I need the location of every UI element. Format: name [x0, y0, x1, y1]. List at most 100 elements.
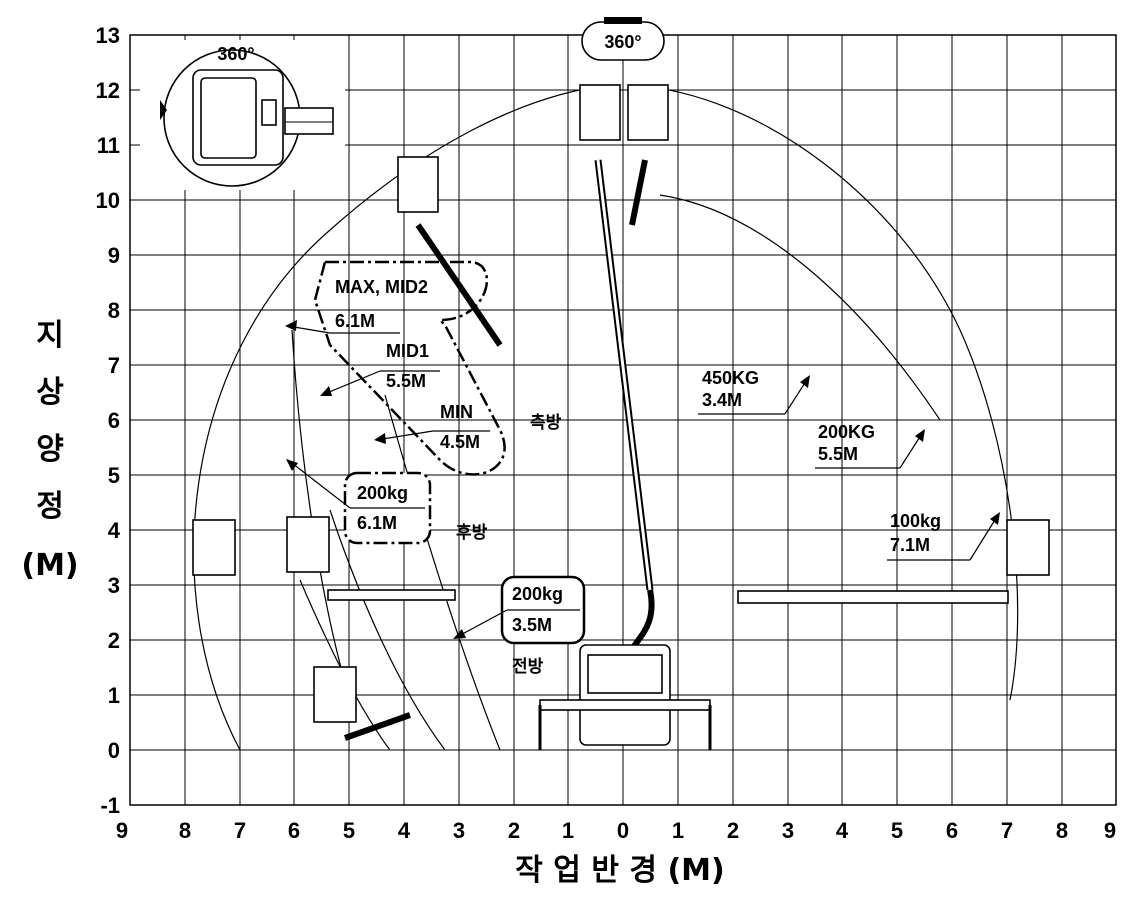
cap450-reach: 3.4M [702, 390, 742, 410]
side-buckets [737, 519, 1050, 604]
y-tick: 11 [97, 133, 120, 158]
cap200-load: 200KG [818, 422, 875, 442]
y-tick: -1 [100, 793, 120, 818]
outrigger-beam [539, 699, 711, 711]
y-title-char: 상 [36, 375, 64, 410]
front-box-reach: 3.5M [512, 615, 552, 635]
rear-outline [313, 260, 506, 476]
x-tick: 7 [1001, 818, 1013, 843]
arrow-icon [285, 320, 297, 331]
outer-envelope-left [193, 84, 611, 751]
x-tick-labels: 9 8 7 6 5 4 3 2 1 0 1 2 3 4 5 6 7 8 9 [116, 818, 1116, 843]
cap200-reach: 5.5M [818, 444, 858, 464]
max-mid2-mode: MAX, MID2 [335, 277, 428, 297]
truck-body [579, 644, 671, 746]
x-tick: 8 [1056, 818, 1068, 843]
arrow-icon [800, 375, 810, 388]
front-box-load: 200kg [512, 584, 563, 604]
mid1-reach: 5.5M [386, 371, 426, 391]
bucket-rear-low [313, 666, 357, 723]
x-tick: 9 [116, 818, 128, 843]
arrow-icon [286, 459, 298, 471]
y-tick: 1 [108, 683, 120, 708]
inner-envelope-right [659, 194, 941, 421]
x-tick: 5 [891, 818, 903, 843]
rear-box-load: 200kg [357, 483, 408, 503]
rear-arc-3 [384, 394, 501, 751]
x-tick: 1 [672, 818, 684, 843]
right-capacity-labels: 450KG 3.4M 200KG 5.5M 100kg 7.1M [698, 368, 1000, 561]
rear-arc-2 [329, 509, 446, 751]
y-title-char: 지 [36, 318, 64, 353]
y-tick: 8 [108, 298, 120, 323]
x-tick: 3 [782, 818, 794, 843]
max-mid2-reach: 6.1M [335, 311, 375, 331]
arrow-icon [320, 386, 332, 396]
rear-buckets [192, 156, 503, 741]
y-tick: 10 [96, 188, 120, 213]
bucket-upper-left [579, 84, 621, 141]
y-title-char: 정 [36, 489, 64, 524]
x-tick: 2 [727, 818, 739, 843]
cap450-load: 450KG [702, 368, 759, 388]
x-tick: 8 [179, 818, 191, 843]
zone-front-label: 전방 [512, 657, 544, 677]
inset-turntable: 360° [160, 44, 334, 187]
x-tick: 6 [288, 818, 300, 843]
bucket-rear-far [192, 519, 236, 576]
x-axis-title: 작 업 반 경 (M) [515, 853, 724, 888]
x-tick: 0 [617, 818, 629, 843]
rotation-marker-icon [604, 17, 642, 24]
x-tick: 3 [453, 818, 465, 843]
y-tick: 6 [108, 408, 120, 433]
jib-boom [629, 159, 648, 226]
zone-rear-label: 후방 [456, 522, 488, 543]
top-rotation-label: 360° [604, 32, 641, 52]
y-tick: 12 [96, 78, 120, 103]
y-tick: 0 [108, 738, 120, 763]
x-tick: 4 [836, 818, 849, 843]
y-tick: 7 [108, 353, 120, 378]
min-mode: MIN [440, 402, 473, 422]
boom-side-horizontal [737, 590, 1009, 604]
x-tick: 9 [1104, 818, 1116, 843]
x-tick: 1 [562, 818, 574, 843]
arrow-icon [453, 629, 466, 639]
y-tick: 9 [108, 243, 120, 268]
rear-box-reach: 6.1M [357, 513, 397, 533]
inset-rotation-label: 360° [217, 44, 254, 64]
zone-side-label: 측방 [530, 413, 562, 433]
cap100-reach: 7.1M [890, 535, 930, 555]
y-title-char: 양 [36, 432, 64, 467]
boom-rear-horizontal [327, 589, 456, 601]
x-tick: 5 [343, 818, 355, 843]
bucket-rear-mid [286, 516, 330, 573]
bucket-rear-high [397, 156, 439, 213]
arrow-icon [990, 512, 1000, 525]
top-rotation: 360° [581, 17, 665, 61]
x-tick: 2 [508, 818, 520, 843]
y-tick-labels: 13 12 11 10 9 8 7 6 5 4 3 2 1 0 -1 [96, 23, 121, 818]
y-tick: 4 [108, 518, 121, 543]
cap100-load: 100kg [890, 511, 941, 531]
rear-arc-4 [291, 329, 351, 701]
min-reach: 4.5M [440, 432, 480, 452]
outer-envelope-right [629, 84, 1019, 701]
x-tick: 6 [946, 818, 958, 843]
x-tick: 7 [234, 818, 246, 843]
y-tick: 2 [108, 628, 120, 653]
rotation-arrow-icon [160, 100, 167, 120]
bucket-side-far [1006, 519, 1050, 576]
x-tick: 4 [398, 818, 411, 843]
vehicle-and-boom [538, 84, 712, 750]
arrow-icon [374, 433, 386, 444]
bucket-upper-right [627, 84, 669, 141]
rear-labels: MAX, MID2 6.1M MID1 5.5M MIN 4.5M 200kg … [285, 277, 580, 639]
y-axis-title: 지 상 양 정 (M) [21, 318, 78, 583]
basket-top-view [192, 69, 284, 166]
y-tick: 3 [108, 573, 120, 598]
y-tick: 5 [108, 463, 120, 488]
mid1-mode: MID1 [386, 341, 429, 361]
